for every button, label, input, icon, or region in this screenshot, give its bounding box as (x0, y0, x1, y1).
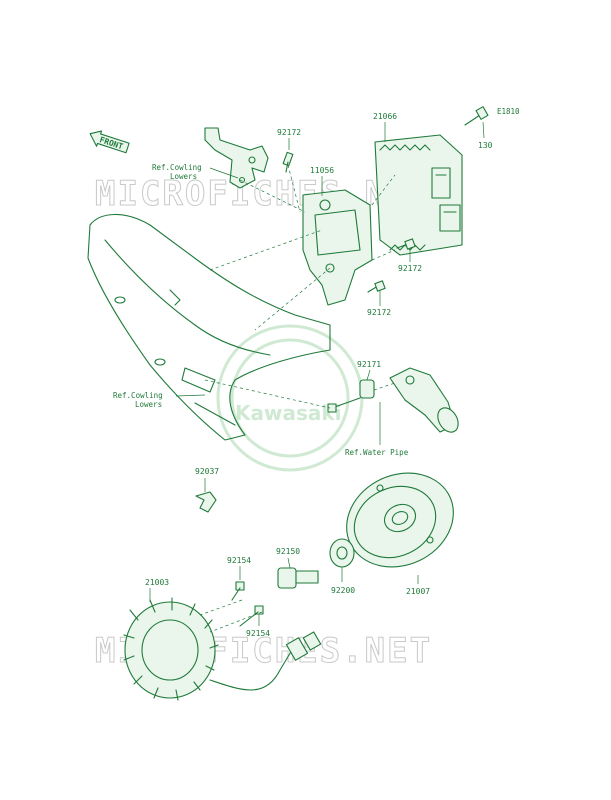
label-92172-mid: 92172 (398, 264, 422, 273)
cover-11056 (302, 189, 373, 306)
watermark-logo: Kawasaki (216, 324, 364, 472)
rotor-21007 (346, 472, 454, 568)
label-21066: 21066 (373, 112, 397, 121)
bolt-92150 (277, 567, 319, 589)
label-92172-top: 92172 (277, 128, 301, 137)
bolt-92172-top (282, 151, 294, 173)
watermark-logo-text: Kawasaki (235, 401, 342, 425)
bolt-92172-low (367, 280, 386, 293)
label-92154-low: 92154 (246, 629, 270, 638)
clip-92037 (195, 491, 217, 513)
front-arrow-icon: FRONT (89, 130, 130, 154)
water-pipe (389, 367, 459, 433)
label-92150: 92150 (276, 547, 300, 556)
front-label: FRONT (98, 135, 124, 151)
label-21003: 21003 (145, 578, 169, 587)
cowling-outline (87, 213, 331, 441)
washer-92200 (329, 538, 355, 568)
label-92200: 92200 (331, 586, 355, 595)
label-130: 130 (478, 141, 493, 150)
regulator-21066 (374, 134, 463, 256)
watermark-text-top: MICROFICHES.NET (95, 174, 432, 214)
label-92037: 92037 (195, 467, 219, 476)
label-92172-low: 92172 (367, 308, 391, 317)
label-ref-cowling-1: Ref.Cowling (152, 163, 202, 172)
bolt-130 (464, 106, 489, 126)
label-11056: 11056 (310, 166, 334, 175)
bracket-part (204, 127, 269, 189)
bolt-92154-top (231, 581, 245, 601)
bolt-92172-mid (396, 238, 416, 250)
label-21007: 21007 (406, 587, 430, 596)
label-e1810: E1810 (497, 107, 520, 116)
label-92154-top: 92154 (227, 556, 251, 565)
stator-21003 (123, 597, 322, 701)
collar-92171 (327, 379, 375, 413)
label-lowers-2: Lowers (135, 400, 162, 409)
label-ref-water-pipe: Ref.Water Pipe (345, 448, 409, 457)
label-ref-cowling-2: Ref.Cowling (113, 391, 163, 400)
bolt-92154-low (239, 605, 264, 627)
label-92171: 92171 (357, 360, 381, 369)
label-lowers-1: Lowers (170, 172, 197, 181)
